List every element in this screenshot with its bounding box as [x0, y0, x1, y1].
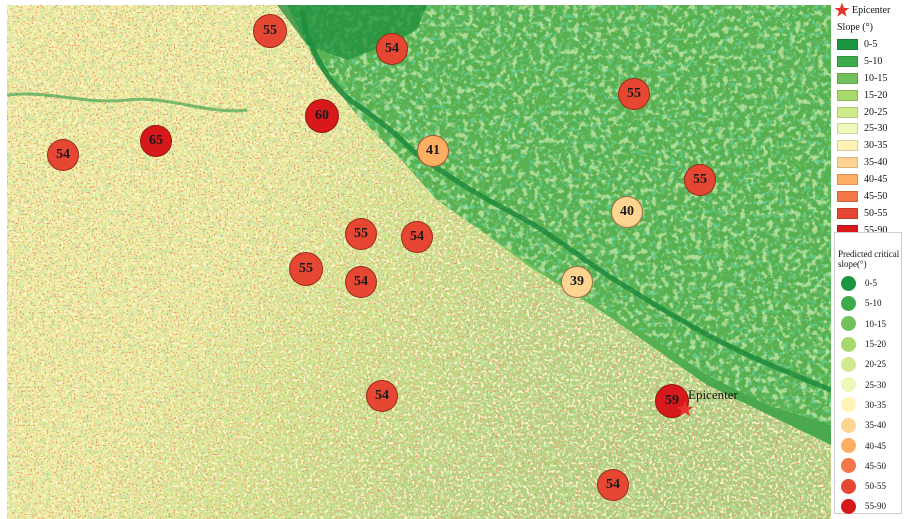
- critical-legend-item: 10-15: [835, 314, 901, 334]
- critical-legend-dot: [841, 377, 856, 393]
- critical-legend-dot: [841, 316, 856, 332]
- critical-legend-label: 30-35: [865, 399, 886, 410]
- critical-legend-label: 50-55: [865, 481, 886, 492]
- critical-legend-item: 30-35: [835, 395, 901, 415]
- critical-legend-label: 25-30: [865, 379, 886, 390]
- slope-legend-swatch: [837, 190, 858, 202]
- critical-legend-dot: [841, 336, 856, 352]
- slope-legend-label: 50-55: [864, 207, 888, 219]
- critical-legend-dot: [841, 417, 856, 433]
- slope-legend-label: 35-40: [864, 157, 888, 169]
- critical-slope-site-marker[interactable]: 41: [417, 135, 449, 167]
- critical-legend-dot: [841, 458, 856, 474]
- red-star-icon: [834, 2, 850, 17]
- critical-legend-item: 40-45: [835, 435, 901, 455]
- slope-legend-label: 0-5: [864, 38, 878, 50]
- slope-legend-swatch: [837, 106, 858, 118]
- critical-slope-site-marker[interactable]: 54: [597, 469, 629, 501]
- critical-legend-label: 45-50: [865, 460, 886, 471]
- slope-legend-title: Slope (°): [837, 22, 873, 33]
- slope-legend-swatch: [837, 89, 858, 101]
- critical-slope-site-marker[interactable]: 54: [47, 139, 79, 171]
- critical-legend-dot: [841, 397, 856, 413]
- slope-legend-label: 40-45: [864, 174, 888, 186]
- slope-legend-swatch: [837, 38, 858, 50]
- slope-legend: Epicenter Slope (°) 0-5 5-10 10-15 15-20 20-…: [834, 2, 904, 239]
- critical-slope-site-marker[interactable]: 55: [289, 252, 323, 286]
- critical-legend-title: Predicted critical slope(°): [838, 249, 900, 269]
- slope-legend-item: 5-10: [834, 53, 904, 70]
- critical-legend-label: 35-40: [865, 420, 886, 431]
- critical-legend-dot: [841, 295, 856, 311]
- legend-epicenter-entry: Epicenter: [834, 2, 904, 18]
- critical-slope-site-marker[interactable]: 55: [684, 164, 716, 196]
- slope-legend-swatch: [837, 174, 858, 186]
- critical-legend-item: 45-50: [835, 456, 901, 476]
- slope-legend-item: 50-55: [834, 205, 904, 222]
- critical-slope-site-marker[interactable]: 54: [345, 266, 377, 298]
- critical-legend-label: 5-10: [865, 298, 882, 309]
- slope-legend-label: 25-30: [864, 123, 888, 135]
- slope-legend-label: 55-90: [864, 224, 888, 236]
- slope-legend-label: 15-20: [864, 89, 888, 101]
- critical-legend-item: 5-10: [835, 293, 901, 313]
- slope-legend-item: 20-25: [834, 104, 904, 121]
- critical-legend-item: 15-20: [835, 334, 901, 354]
- critical-slope-site-marker[interactable]: 40: [611, 196, 643, 228]
- critical-legend-label: 10-15: [865, 318, 886, 329]
- slope-legend-label: 30-35: [864, 140, 888, 152]
- critical-slope-site-marker[interactable]: 55: [345, 218, 377, 250]
- critical-legend-item: 25-30: [835, 374, 901, 394]
- critical-legend-dot: [841, 356, 856, 372]
- critical-legend-item: 0-5: [835, 273, 901, 293]
- critical-slope-site-marker[interactable]: 54: [401, 221, 433, 253]
- epicenter-label: Epicenter: [688, 387, 738, 402]
- epicenter-star-icon: [676, 400, 694, 417]
- slope-legend-swatch: [837, 123, 858, 135]
- critical-slope-site-marker[interactable]: 60: [305, 99, 339, 133]
- critical-legend-label: 55-90: [865, 501, 886, 512]
- critical-slope-site-marker[interactable]: 39: [561, 266, 593, 298]
- critical-legend-item: 55-90: [835, 496, 901, 516]
- critical-legend-label: 0-5: [865, 278, 877, 289]
- slope-legend-item: 45-50: [834, 188, 904, 205]
- slope-legend-item: 25-30: [834, 120, 904, 137]
- slope-legend-item: 30-35: [834, 137, 904, 154]
- critical-slope-site-marker[interactable]: 54: [366, 380, 398, 412]
- critical-legend-item: 20-25: [835, 354, 901, 374]
- slope-legend-swatch: [837, 157, 858, 169]
- slope-legend-label: 10-15: [864, 72, 888, 84]
- critical-legend-label: 40-45: [865, 440, 886, 451]
- slope-legend-label: 5-10: [864, 55, 883, 67]
- slope-legend-item: 0-5: [834, 36, 904, 53]
- critical-legend-dot: [841, 478, 856, 494]
- slope-raster: [7, 5, 831, 519]
- slope-legend-swatch: [837, 72, 858, 84]
- critical-legend-dot: [841, 498, 856, 514]
- critical-legend-item: 50-55: [835, 476, 901, 496]
- slope-legend-swatch: [837, 55, 858, 67]
- critical-legend-dot: [841, 275, 856, 291]
- critical-legend-item: 35-40: [835, 415, 901, 435]
- slope-legend-item: 40-45: [834, 171, 904, 188]
- critical-slope-site-marker[interactable]: 55: [618, 78, 650, 110]
- slope-legend-item: 10-15: [834, 70, 904, 87]
- slope-legend-label: 45-50: [864, 190, 888, 202]
- slope-legend-swatch: [837, 207, 858, 219]
- critical-legend-label: 20-25: [865, 359, 886, 370]
- critical-slope-site-marker[interactable]: 55: [253, 14, 287, 48]
- slope-map[interactable]: [7, 5, 831, 519]
- critical-slope-site-marker[interactable]: 65: [140, 125, 172, 157]
- slope-legend-label: 20-25: [864, 106, 888, 118]
- critical-slope-legend: Predicted critical slope(°) 0-5 5-10 10-15…: [834, 232, 902, 514]
- legend-epicenter-label: Epicenter: [852, 4, 891, 16]
- slope-legend-item: 15-20: [834, 87, 904, 104]
- critical-slope-site-marker[interactable]: 54: [376, 33, 408, 65]
- critical-legend-dot: [841, 438, 856, 454]
- critical-legend-label: 15-20: [865, 339, 886, 350]
- slope-legend-swatch: [837, 140, 858, 152]
- slope-legend-item: 35-40: [834, 154, 904, 171]
